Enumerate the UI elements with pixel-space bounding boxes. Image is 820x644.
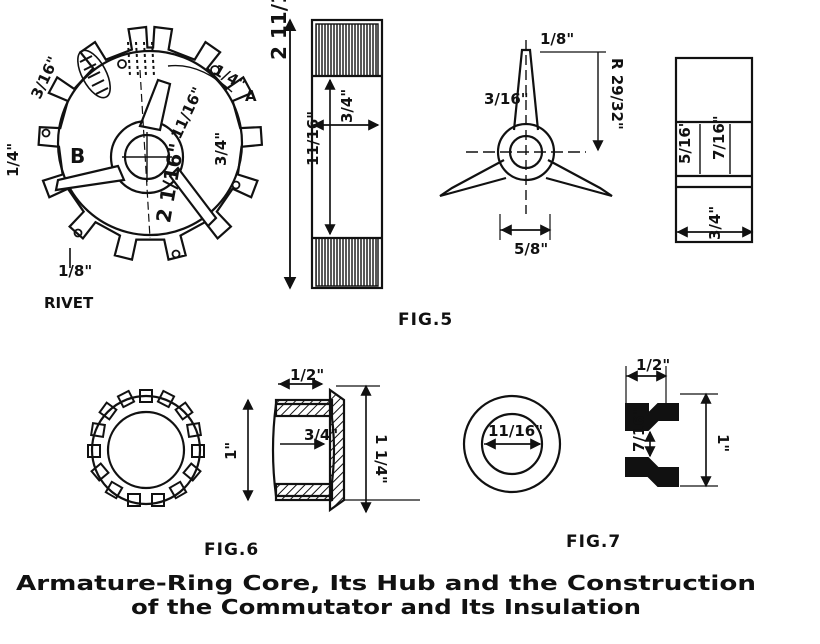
commutator-outline: [271, 402, 336, 498]
dim-comm-inner: 3/4": [304, 426, 338, 444]
fig7-label: FIG.7: [566, 532, 621, 552]
dim-side-width: 3/4": [338, 89, 356, 123]
dim-comm-top: 1/2": [290, 366, 324, 384]
dim-ins-bore: 11/16": [488, 422, 543, 440]
hub-arm-left: [439, 159, 507, 198]
insulation-section: [625, 366, 718, 488]
insulation-outer: [462, 394, 562, 494]
hub-spoke-upper: [138, 78, 172, 132]
dim-rivet: 1/8": [58, 262, 92, 280]
dim-ins-inner: 7/16": [630, 407, 648, 452]
label-b: B: [70, 144, 85, 168]
commutator-section: [242, 378, 420, 514]
hub-side-view: [674, 56, 754, 244]
caption-line-2: of the Commutator and Its Insulation: [131, 595, 641, 619]
core-side-outline: [310, 18, 384, 290]
commutator-segments: [87, 389, 205, 507]
core-lamination-bottom: [315, 237, 379, 287]
dim-side-inner: 11/16": [304, 111, 322, 166]
dim-spoke: 11/16": [167, 84, 207, 141]
armature-ring-core: [37, 25, 264, 261]
ring-inner-edge: [56, 49, 244, 237]
dim-left-tooth: 1/4": [4, 143, 22, 177]
dim-ins-right: 1": [714, 434, 732, 452]
coil-winding: [79, 55, 109, 95]
dim-hub-tip: 1/8": [540, 30, 574, 48]
fig5-label: FIG.5: [398, 310, 453, 330]
dim-hub-arm: 3/16": [484, 90, 529, 108]
hub-spoke-left: [54, 164, 126, 192]
hub-spoke-right: [168, 166, 218, 228]
caption-line-1: Armature-Ring Core, Its Hub and the Cons…: [16, 571, 756, 595]
core-side-view: [283, 18, 384, 290]
dim-right-tooth: 3/4": [212, 132, 230, 166]
dim-hubside-width: 3/4": [706, 206, 724, 240]
hub-front: [439, 40, 613, 240]
commutator-inner-ring: [106, 410, 186, 490]
commutator-front: [87, 389, 205, 507]
insulation-bottom-black: [625, 457, 679, 487]
dim-hubside-inner: 7/16": [710, 115, 728, 160]
dim-hub-radius: R 29/32": [608, 58, 626, 130]
dim-comm-right: 1 1/4": [372, 434, 390, 484]
label-a: A: [245, 87, 257, 105]
dim-comm-left: 1": [222, 442, 240, 460]
hub-side-outline: [674, 56, 754, 244]
core-lamination-top: [315, 23, 379, 77]
commutator-flange: [328, 387, 346, 513]
rivet-label: RIVET: [44, 294, 94, 312]
dim-hub-bore: 5/8": [514, 240, 548, 258]
dim-hubside-bore: 5/16": [676, 119, 694, 164]
commutator-outer-ring: [90, 394, 202, 506]
dim-side-height: 2 11/16": [267, 0, 291, 60]
insulation-front: [462, 394, 562, 494]
insulation-inner: [480, 412, 544, 476]
insulation-top-black: [625, 403, 679, 431]
fig6-label: FIG.6: [204, 540, 259, 560]
hub-arm-right: [545, 159, 613, 198]
commutator-top-bar: [274, 398, 334, 418]
dim-ins-top: 1/2": [636, 356, 670, 374]
commutator-bottom-bar: [274, 482, 334, 502]
